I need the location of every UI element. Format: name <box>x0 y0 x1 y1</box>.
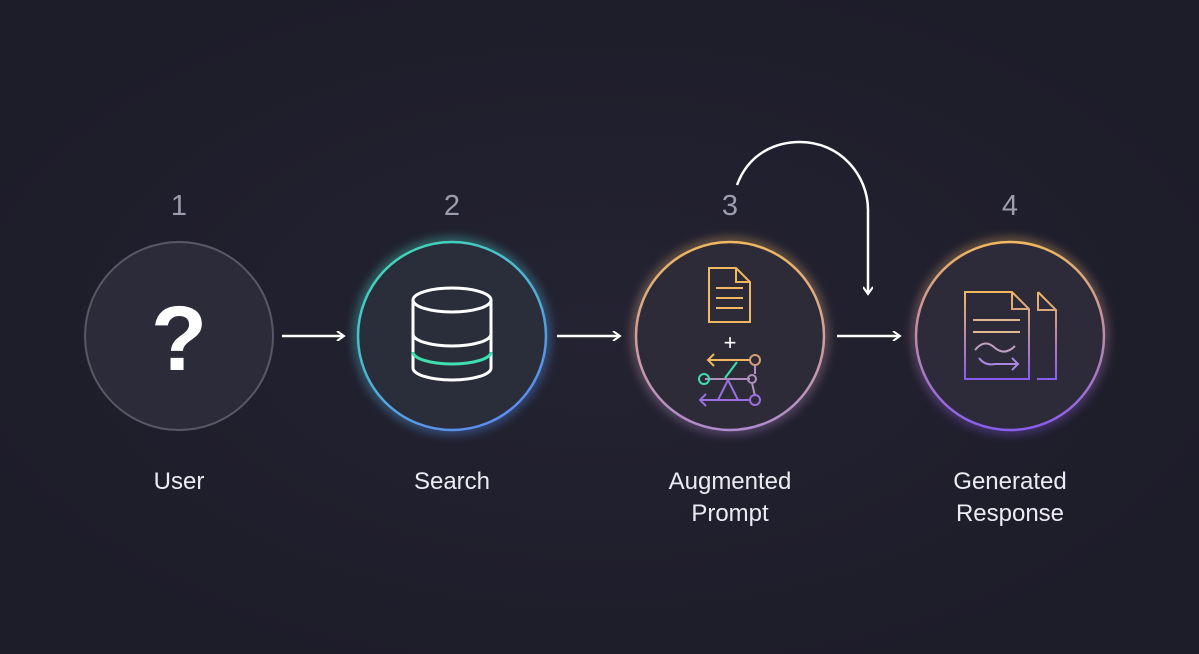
step-4-number: 4 <box>1001 190 1019 222</box>
step-2-number: 2 <box>443 190 461 222</box>
documents-icon <box>964 291 1057 380</box>
label-line: User <box>153 468 205 495</box>
step-3-circle: + <box>632 238 828 434</box>
step-3-number: 3 <box>721 190 739 222</box>
label-line: Search <box>413 468 491 495</box>
graph-icon <box>698 353 761 407</box>
step-1-label: User <box>69 466 289 498</box>
label-line: Augmented <box>668 468 792 495</box>
plus-icon: + <box>724 330 737 355</box>
step-4-circle <box>912 238 1108 434</box>
label-line: Generated <box>953 468 1067 495</box>
step-2-circle <box>354 238 550 434</box>
arrows <box>282 140 900 336</box>
label-line: Prompt <box>691 500 769 527</box>
document-icon <box>708 267 751 323</box>
question-icon: ? <box>151 288 207 390</box>
step-1-circle: ? <box>84 241 274 431</box>
database-icon <box>411 286 493 382</box>
label-line: Response <box>955 500 1065 527</box>
step-1-number: 1 <box>170 190 188 222</box>
curved-arrow-3-to-4 <box>735 140 868 294</box>
step-2-label: Search <box>342 466 562 498</box>
